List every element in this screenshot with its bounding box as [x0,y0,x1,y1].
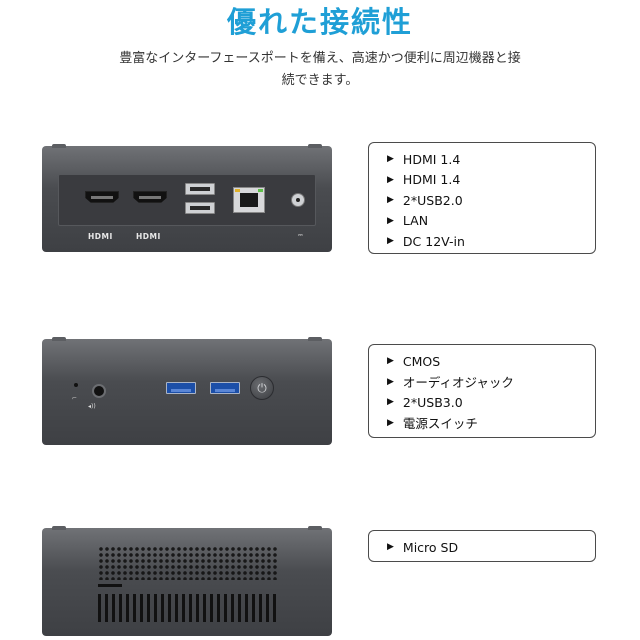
device-side-panel [42,526,332,636]
headphone-icon: ◂)) [88,403,96,410]
feature-item: ▶オーディオジャック [387,375,514,391]
feature-item: ▶2*USB3.0 [387,394,463,410]
back-panel-feature-box: ▶HDMI 1.4 ▶HDMI 1.4 ▶2*USB2.0 ▶LAN ▶DC 1… [368,142,596,254]
vent-slots [98,594,278,622]
hdmi-port-2 [133,191,167,203]
micro-sd-slot [98,584,122,587]
usb2-port-1 [185,183,215,195]
feature-item: ▶HDMI 1.4 [387,151,461,167]
vent-grid [98,546,278,580]
usb2-port-2 [185,202,215,214]
power-icon: ⏻ [257,380,267,395]
port-panel [58,174,316,226]
right-triangle-icon: ▶ [387,542,394,553]
lan-led-icon [235,189,240,192]
feature-item: ▶LAN [387,213,429,229]
hdmi-port-1 [85,191,119,203]
front-panel-feature-box: ▶CMOS ▶オーディオジャック ▶2*USB3.0 ▶電源スイッチ [368,344,596,438]
feature-item: ▶DC 12V-in [387,233,465,249]
power-button: ⏻ [250,376,274,400]
page-title: 優れた接続性 [226,5,413,39]
lan-led-icon [258,189,263,192]
dc-in-port [291,193,305,207]
right-triangle-icon: ▶ [387,376,394,387]
right-triangle-icon: ▶ [387,356,394,367]
feature-item: ▶Micro SD [387,539,459,555]
hdmi-label-2: HDMI [136,232,161,241]
lan-port [233,187,265,213]
right-triangle-icon: ▶ [387,215,394,226]
subtitle-line-2: 続できます。 [281,73,359,88]
dc-symbol-icon: ⎓ [298,232,303,239]
subtitle-line-1: 豊富なインターフェースポートを備え、高速かつ便利に周辺機器と接 [119,51,521,66]
feature-item: ▶2*USB2.0 [387,192,463,208]
device-back-panel: HDMI HDMI ⎓ [42,144,332,252]
right-triangle-icon: ▶ [387,154,394,165]
page-subtitle: 豊富なインターフェースポートを備え、高速かつ便利に周辺機器と接 続できます。 [80,48,560,92]
right-triangle-icon: ▶ [387,236,394,247]
usb3-port-1 [166,382,196,394]
feature-item: ▶HDMI 1.4 [387,172,461,188]
right-triangle-icon: ▶ [387,397,394,408]
feature-item: ▶CMOS [387,353,441,369]
feature-item: ▶電源スイッチ [387,416,478,432]
usb3-port-2 [210,382,240,394]
side-panel-feature-box: ▶Micro SD [368,530,596,562]
hdmi-label-1: HDMI [88,232,113,241]
right-triangle-icon: ▶ [387,174,394,185]
audio-jack [92,384,106,398]
right-triangle-icon: ▶ [387,195,394,206]
cmos-icon: ⌐ [72,395,78,402]
right-triangle-icon: ▶ [387,417,394,428]
cmos-pinhole [74,383,78,387]
device-front-panel: ⌐ ◂)) ⏻ [42,337,332,445]
